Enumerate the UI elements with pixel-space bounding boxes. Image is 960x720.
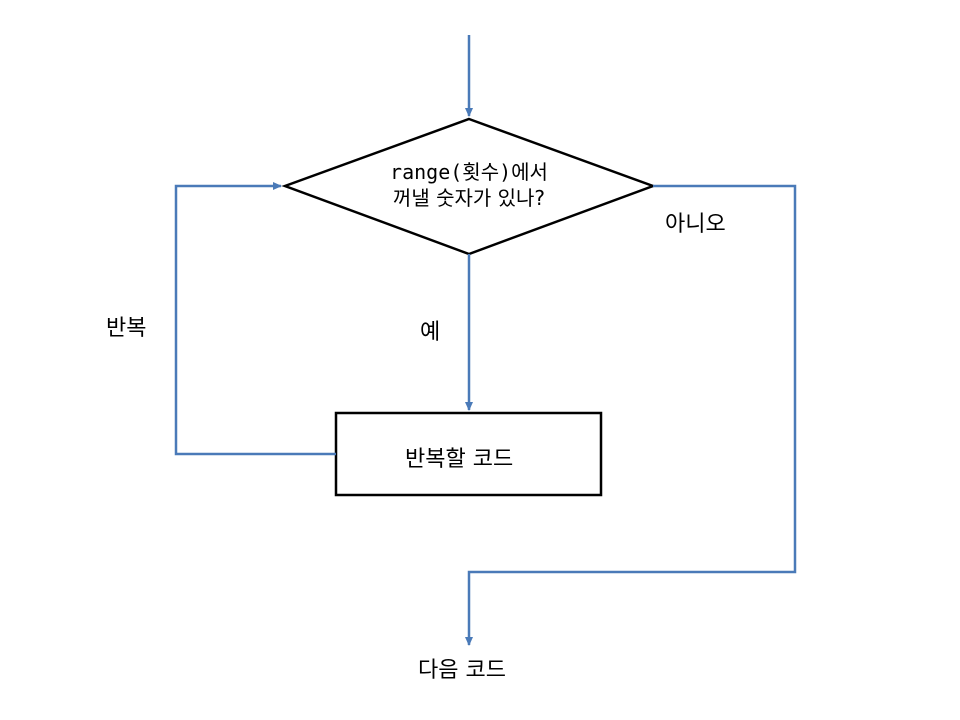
decision-line-1: range(횟수)에서 — [390, 160, 548, 184]
decision-line-2: 꺼낼 숫자가 있나? — [392, 186, 546, 210]
loop-connector — [174, 182, 336, 456]
no-connector — [465, 184, 797, 646]
process-label: 반복할 코드 — [405, 447, 514, 472]
no-label: 아니오 — [665, 212, 726, 237]
decision-text: range(횟수)에서 꺼낼 숫자가 있나? — [355, 159, 583, 211]
end-label: 다음 코드 — [418, 658, 506, 683]
process-box — [334, 411, 603, 497]
yes-label: 예 — [420, 320, 441, 345]
loop-label: 반복 — [106, 316, 147, 341]
